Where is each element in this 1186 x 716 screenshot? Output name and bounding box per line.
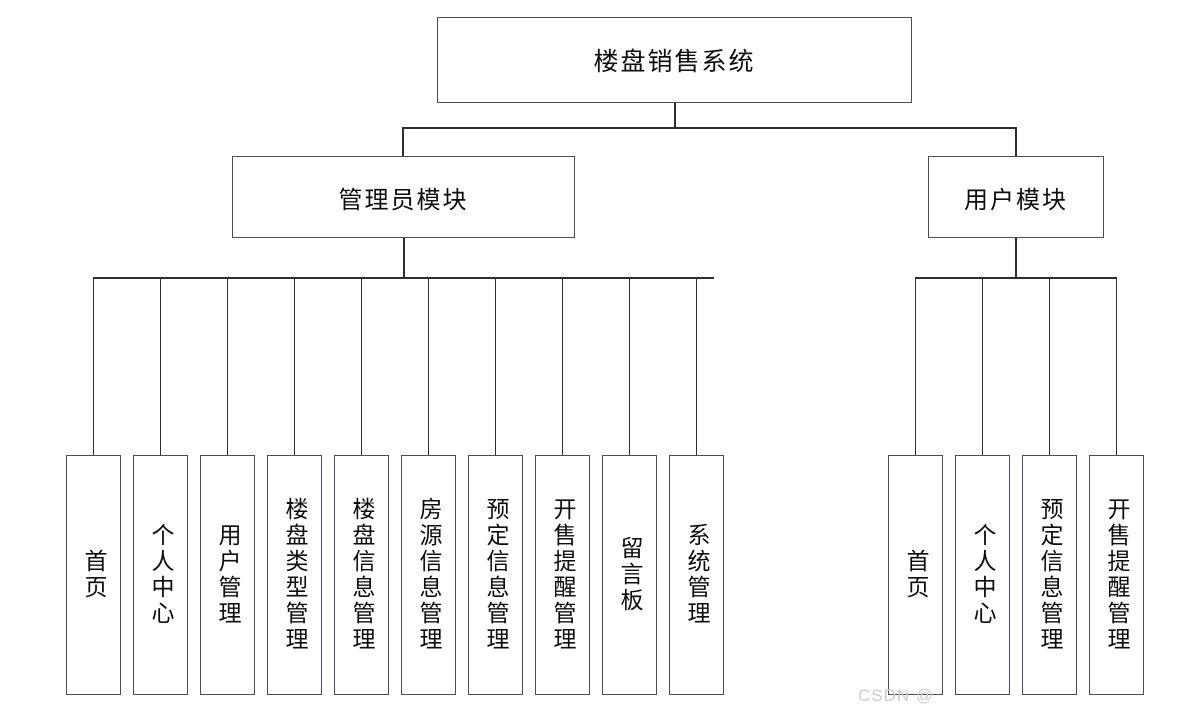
node-root[interactable]: 楼盘销售系统 xyxy=(437,17,912,103)
node-user-module-label: 用户模块 xyxy=(964,186,1068,214)
node-admin-leaf-label-0: 首页 xyxy=(80,549,107,601)
node-admin-leaf-label-7: 开售提醒管理 xyxy=(549,497,576,653)
connector-user-leaf-bus xyxy=(915,277,1117,279)
connector-drop-admin-2 xyxy=(226,277,229,455)
connector-root-stem xyxy=(674,103,676,128)
connector-admin-stem xyxy=(403,238,405,278)
node-admin-leaf-label-5: 房源信息管理 xyxy=(415,497,442,653)
node-admin-leaf-3[interactable]: 楼盘类型管理 xyxy=(267,455,322,695)
node-admin-leaf-label-8: 留言板 xyxy=(616,536,643,614)
node-user-leaf-label-0: 首页 xyxy=(902,549,929,601)
node-admin-leaf-label-3: 楼盘类型管理 xyxy=(281,497,308,653)
connector-drop-user-3 xyxy=(1115,277,1118,455)
node-admin-leaf-label-2: 用户管理 xyxy=(214,523,241,627)
node-admin-leaf-9[interactable]: 系统管理 xyxy=(669,455,724,695)
node-root-label: 楼盘销售系统 xyxy=(593,48,756,76)
node-admin-leaf-8[interactable]: 留言板 xyxy=(602,455,657,695)
connector-admin-leaf-bus xyxy=(94,277,714,279)
connector-drop-admin-3 xyxy=(293,277,296,455)
node-admin-leaf-label-9: 系统管理 xyxy=(683,523,710,627)
connector-drop-admin-9 xyxy=(695,277,698,455)
node-user-module[interactable]: 用户模块 xyxy=(928,156,1104,238)
node-admin-module-label: 管理员模块 xyxy=(338,186,469,214)
connector-drop-admin-module xyxy=(402,127,404,157)
connector-drop-user-2 xyxy=(1048,277,1051,455)
node-admin-leaf-1[interactable]: 个人中心 xyxy=(133,455,188,695)
connector-level2-bus xyxy=(402,127,1017,129)
connector-drop-user-module xyxy=(1015,127,1017,157)
node-admin-leaf-label-1: 个人中心 xyxy=(147,523,174,627)
node-admin-leaf-4[interactable]: 楼盘信息管理 xyxy=(334,455,389,695)
connector-drop-admin-6 xyxy=(494,277,497,455)
node-user-leaf-label-3: 开售提醒管理 xyxy=(1103,497,1130,653)
node-admin-leaf-5[interactable]: 房源信息管理 xyxy=(401,455,456,695)
node-user-leaf-2[interactable]: 预定信息管理 xyxy=(1022,455,1077,695)
connector-user-stem xyxy=(1015,238,1017,278)
node-user-leaf-label-2: 预定信息管理 xyxy=(1036,497,1063,653)
node-admin-leaf-0[interactable]: 首页 xyxy=(66,455,121,695)
node-admin-leaf-label-6: 预定信息管理 xyxy=(482,497,509,653)
node-user-leaf-label-1: 个人中心 xyxy=(969,523,996,627)
node-user-leaf-3[interactable]: 开售提醒管理 xyxy=(1089,455,1144,695)
node-user-leaf-1[interactable]: 个人中心 xyxy=(955,455,1010,695)
connector-drop-admin-1 xyxy=(159,277,162,455)
connector-drop-admin-7 xyxy=(561,277,564,455)
node-admin-leaf-7[interactable]: 开售提醒管理 xyxy=(535,455,590,695)
connector-drop-admin-0 xyxy=(92,277,95,455)
connector-drop-admin-5 xyxy=(427,277,430,455)
node-admin-leaf-label-4: 楼盘信息管理 xyxy=(348,497,375,653)
connector-drop-admin-4 xyxy=(360,277,363,455)
node-admin-module[interactable]: 管理员模块 xyxy=(232,156,575,238)
node-admin-leaf-6[interactable]: 预定信息管理 xyxy=(468,455,523,695)
connector-drop-user-1 xyxy=(981,277,984,455)
connector-drop-admin-8 xyxy=(628,277,631,455)
node-admin-leaf-2[interactable]: 用户管理 xyxy=(200,455,255,695)
connector-drop-user-0 xyxy=(914,277,917,455)
node-user-leaf-0[interactable]: 首页 xyxy=(888,455,943,695)
